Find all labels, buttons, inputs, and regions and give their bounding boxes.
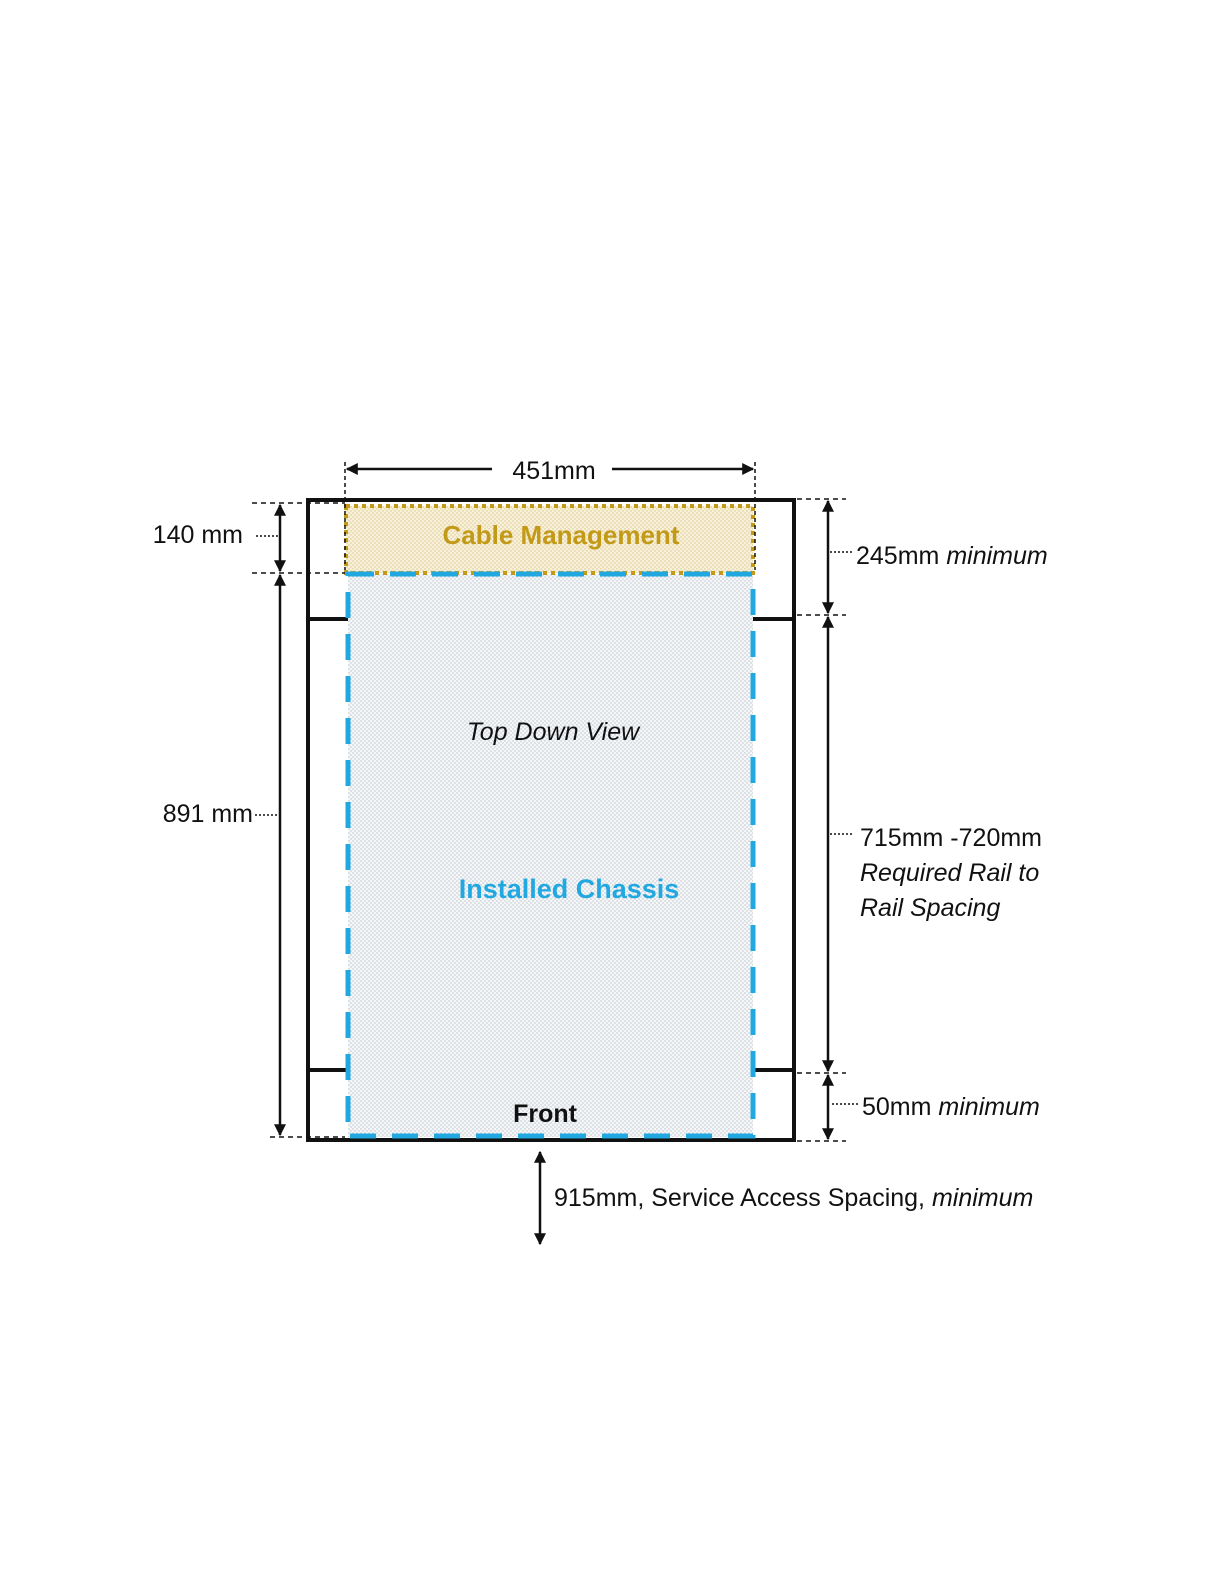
view-name-label: Top Down View [467,718,641,746]
front-clearance-label: 50mm minimum [862,1093,1040,1121]
installed-chassis-label: Installed Chassis [459,874,680,904]
installed-chassis-area [348,574,753,1137]
rail-spacing-line2: Rail Spacing [860,894,1000,922]
top-clearance-qualifier: minimum [946,542,1047,570]
top-clearance-label: 245mm minimum [856,542,1048,570]
front-clearance-value: 50mm [862,1093,931,1121]
cable-management-label: Cable Management [443,520,680,550]
front-label: Front [513,1100,578,1128]
rail-spacing-line1: Required Rail to [860,859,1039,887]
service-access-qualifier: minimum [932,1184,1033,1212]
chassis-depth-label: 891 mm [163,800,253,828]
top-clearance-value: 245mm [856,542,939,570]
width-label: 451mm [512,457,595,485]
front-clearance-qualifier: minimum [938,1093,1039,1121]
service-access-value: 915mm, Service Access Spacing, [554,1184,925,1212]
service-access-label: 915mm, Service Access Spacing, minimum [554,1184,1033,1212]
rail-spacing-value: 715mm -720mm [860,824,1042,852]
cable-depth-label: 140 mm [153,521,243,549]
